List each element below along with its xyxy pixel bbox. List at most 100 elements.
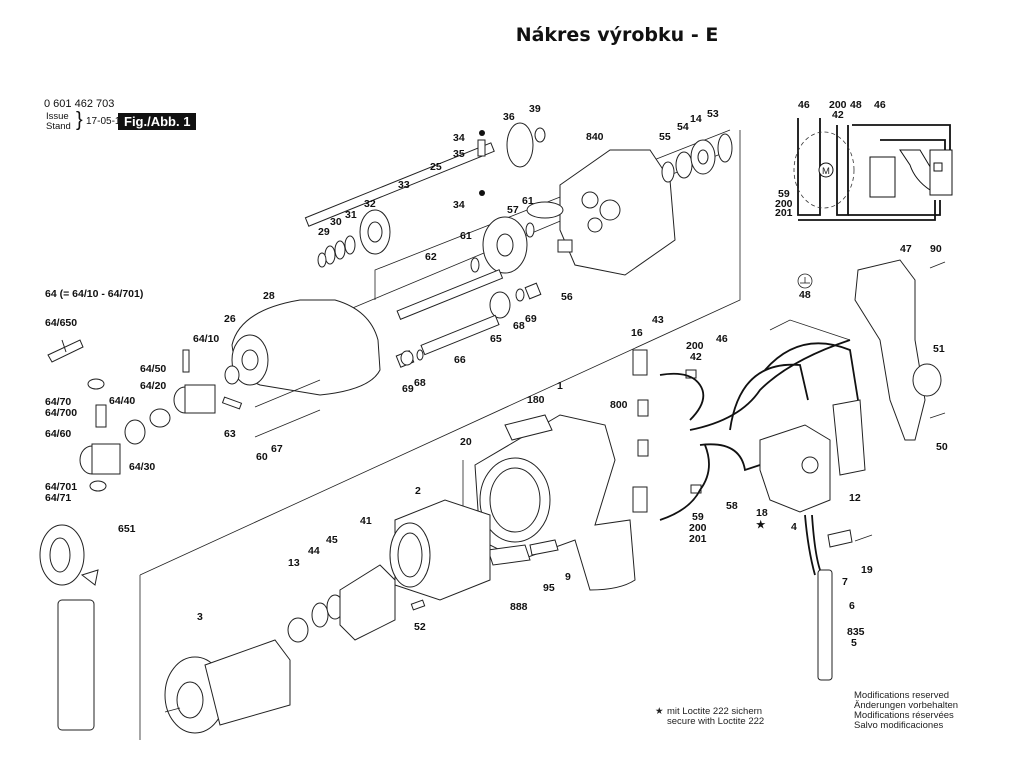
callout-14: 14 xyxy=(690,113,702,125)
callout-67: 67 xyxy=(271,443,283,455)
callout-651: 651 xyxy=(118,523,136,535)
schematic-label-200: 200 xyxy=(829,99,847,111)
issue-label: Issue xyxy=(46,111,69,122)
callout-200: 200 xyxy=(686,340,704,352)
callout-69b: 69 xyxy=(525,313,537,325)
callout-55: 55 xyxy=(659,131,671,143)
callout-25: 25 xyxy=(430,161,442,173)
schematic-label-46: 46 xyxy=(798,99,810,111)
field-2 xyxy=(389,499,491,611)
callout-835: 835 xyxy=(847,626,865,638)
callout-34b: 34 xyxy=(453,199,465,211)
callout-1: 1 xyxy=(557,380,563,392)
callout-800: 800 xyxy=(610,399,628,411)
page-title: Nákres výrobku - E xyxy=(515,24,719,46)
callout-57: 57 xyxy=(507,204,519,216)
callout-64-50: 64/50 xyxy=(140,363,166,375)
label-95 xyxy=(529,539,559,556)
modifications-note-fr: Modifications réservées xyxy=(854,710,954,721)
callout-4: 4 xyxy=(791,521,797,533)
gear-shaft-assembly xyxy=(304,122,546,368)
callout-53: 53 xyxy=(707,108,719,120)
callout-64-700: 64/700 xyxy=(45,407,77,419)
callout-64-20: 64/20 xyxy=(140,380,166,392)
callout-62: 62 xyxy=(425,251,437,263)
modifications-note-es: Salvo modificaciones xyxy=(854,720,943,731)
star-icon: ★ xyxy=(756,519,766,531)
armature-3 xyxy=(164,564,396,734)
schematic-label-201: 201 xyxy=(775,207,793,219)
callout-68b: 68 xyxy=(513,320,525,332)
handle-cover-47 xyxy=(797,259,946,441)
callout-20: 20 xyxy=(460,436,472,448)
callout-16: 16 xyxy=(631,327,643,339)
gear-housing-840 xyxy=(526,133,733,276)
callout-58: 58 xyxy=(726,500,738,512)
callout-61b: 61 xyxy=(460,230,472,242)
callout-45: 45 xyxy=(326,534,338,546)
gear-65 xyxy=(489,291,511,319)
cable-6 xyxy=(817,569,833,681)
callout-64-650: 64/650 xyxy=(45,317,77,329)
callout-19: 19 xyxy=(861,564,873,576)
callout-5: 5 xyxy=(851,637,857,649)
callout-12: 12 xyxy=(849,492,861,504)
baffle-41 xyxy=(339,564,396,641)
callout-46: 46 xyxy=(716,333,728,345)
capacitor-12 xyxy=(832,399,866,476)
modifications-note-en: Modifications reserved xyxy=(854,690,949,701)
brush-wiring xyxy=(632,319,859,521)
callout-50: 50 xyxy=(936,441,948,453)
switch-4 xyxy=(759,399,873,681)
schematic-label-59: 59 xyxy=(778,188,790,200)
loctite-note-line1: mit Loctite 222 sichern xyxy=(667,706,762,717)
schematic-label-48: 48 xyxy=(850,99,862,111)
callout-65: 65 xyxy=(490,333,502,345)
callout-33: 33 xyxy=(398,179,410,191)
callout-51: 51 xyxy=(933,343,945,355)
callout-36: 36 xyxy=(503,111,515,123)
callout-840: 840 xyxy=(586,131,604,143)
callout-90: 90 xyxy=(930,243,942,255)
gear-36 xyxy=(506,122,534,168)
callout-64-40: 64/40 xyxy=(109,395,135,407)
callout-61: 61 xyxy=(522,195,534,207)
brace-symbol: } xyxy=(76,109,83,131)
callout-13: 13 xyxy=(288,557,300,569)
callout-64-30: 64/30 xyxy=(129,461,155,473)
plate-51 xyxy=(912,363,942,397)
motor-symbol-icon: M xyxy=(822,166,830,177)
callout-68: 68 xyxy=(414,377,426,389)
star-icon-note: ★ xyxy=(655,706,664,717)
callout-30: 30 xyxy=(330,216,342,228)
chuck-parts-64 xyxy=(47,339,243,492)
callout-54: 54 xyxy=(677,121,689,133)
callout-43: 43 xyxy=(652,314,664,326)
callout-7: 7 xyxy=(842,576,848,588)
callout-64-70: 64/70 xyxy=(45,396,71,408)
callout-29: 29 xyxy=(318,226,330,238)
callout-32: 32 xyxy=(364,198,376,210)
callout-6: 6 xyxy=(849,600,855,612)
callout-64-701: 64/701 xyxy=(45,481,77,493)
assembly-note: 64 (= 64/10 - 64/701) xyxy=(45,288,143,300)
callout-64-71: 64/71 xyxy=(45,492,71,504)
callout-35: 35 xyxy=(453,148,465,160)
callout-64-10: 64/10 xyxy=(193,333,219,345)
callout-59: 59 xyxy=(692,511,704,523)
callout-201: 201 xyxy=(689,533,707,545)
modifications-note-de: Änderungen vorbehalten xyxy=(854,700,958,711)
schematic-label-46b: 46 xyxy=(874,99,886,111)
callout-31: 31 xyxy=(345,209,357,221)
callout-48: 48 xyxy=(799,289,811,301)
callout-180: 180 xyxy=(527,394,545,406)
clamp-7 xyxy=(827,529,853,548)
callout-9: 9 xyxy=(565,571,571,583)
callout-labels: 39 36 34 35 25 33 34 32 31 30 29 840 55 … xyxy=(45,99,958,731)
callout-200b: 200 xyxy=(689,522,707,534)
document-number: 0 601 462 703 xyxy=(44,98,115,110)
callout-28: 28 xyxy=(263,290,275,302)
callout-26: 26 xyxy=(224,313,236,325)
